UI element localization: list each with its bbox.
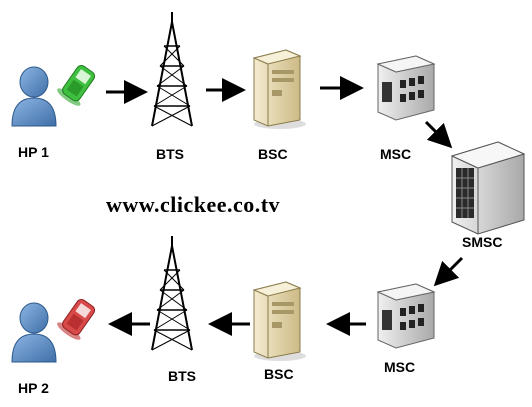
person-icon: [11, 302, 57, 363]
node-label-msc-bottom: MSC: [384, 359, 415, 375]
node-label-bts-top: BTS: [156, 146, 184, 162]
node-label-hp2: HP 2: [18, 380, 49, 396]
building-icon: [376, 55, 436, 121]
arrow: [433, 256, 464, 287]
tower-icon: [151, 236, 193, 351]
server-icon: [252, 281, 306, 361]
building-icon: [450, 141, 526, 235]
watermark-text: www.clickee.co.tv: [106, 192, 280, 217]
node-label-msc-top: MSC: [380, 146, 411, 162]
tower-icon: [151, 12, 193, 127]
building-icon: [376, 283, 436, 349]
mobile-phone-icon: [57, 64, 96, 106]
arrow: [424, 120, 453, 149]
node-label-bts-bottom: BTS: [168, 368, 196, 384]
person-icon: [11, 66, 57, 127]
node-label-bsc-bottom: BSC: [264, 366, 294, 382]
node-label-hp1: HP 1: [18, 144, 49, 160]
node-label-bsc-top: BSC: [258, 146, 288, 162]
mobile-phone-icon: [57, 298, 96, 340]
server-icon: [252, 49, 306, 129]
node-label-smsc: SMSC: [462, 234, 502, 250]
